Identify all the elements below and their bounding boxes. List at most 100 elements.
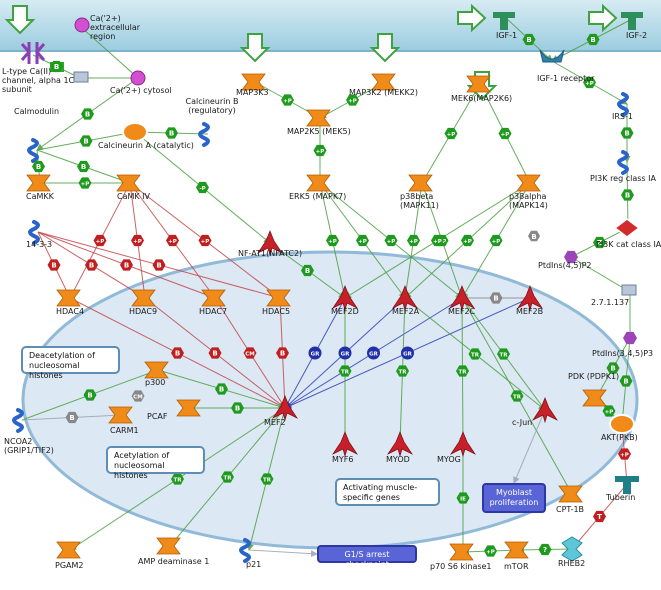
rheb2-icon	[561, 536, 583, 562]
label-map2k5: MAP2K5 (MEK5)	[287, 127, 351, 136]
badge-text-p38a-mef2c: +P	[492, 239, 501, 245]
igf2-ligand-icon	[621, 12, 643, 30]
camk4-icon	[116, 174, 141, 192]
mef2b-b-badge-text: B	[531, 233, 536, 241]
input-arrow-icon	[4, 5, 36, 35]
igf1-ligand-icon	[493, 12, 515, 30]
mef2d-icon	[331, 285, 359, 312]
hdac7-icon	[201, 289, 226, 307]
badge-igfr-irs1	[583, 76, 596, 89]
label-myf6: MYF6	[332, 455, 354, 464]
badge-mef2a-cjun	[468, 348, 482, 360]
14-3-3-icon	[28, 220, 40, 245]
cm-badge-icon	[131, 390, 145, 402]
nfat-icon	[256, 230, 284, 257]
badge-mef2d-myf6	[338, 365, 352, 377]
badge-text-mek6-p38b: +P	[447, 132, 456, 138]
badge-text-hdac5-mef2: B	[280, 350, 285, 358]
ptdins345p3-icon	[623, 331, 637, 345]
badge-n1433-hdac7	[120, 259, 133, 271]
badge-text-mef2c-myog: TR	[459, 370, 468, 376]
badge-text-n1433-hdac7: B	[124, 262, 129, 270]
label-pi3k-reg: PI3K reg class IA	[590, 174, 656, 183]
badge-text-calm-camkk: B	[36, 163, 41, 171]
m2k5-icon	[306, 109, 331, 127]
tuberin-icon	[615, 476, 639, 494]
badge-text-tub-rheb: T	[597, 513, 602, 521]
badge-p38a-mef2d	[431, 234, 444, 247]
badge-ncoa2-p300	[83, 389, 97, 401]
label-pgam2: PGAM2	[55, 561, 84, 570]
badge-hdac4-mef2	[171, 347, 184, 359]
badge-text-cnb-cna: B	[169, 130, 174, 138]
mtor-icon	[504, 541, 529, 559]
badge-text-hdac4-mef2: B	[175, 350, 180, 358]
process-g1s: G1/S arrest checkpoint	[317, 545, 417, 569]
badge-text-pip3-akt: B	[623, 378, 628, 386]
badge-text-m2k5-erk5: +P	[316, 149, 325, 155]
mef2b-icon	[516, 285, 544, 312]
badge-p38a-mef2c	[489, 234, 503, 247]
badge-text-p38b-mef2a: +P	[409, 239, 418, 245]
badge-text-mek6-p38a: +P	[501, 132, 510, 138]
badge-text-erk5-mef2a: +P	[358, 239, 367, 245]
badge-mef2c-cjun	[497, 348, 510, 360]
calcineurin-b-icon	[198, 122, 210, 147]
myod-icon	[386, 431, 414, 458]
label-cpt1b: CPT-1B	[556, 505, 585, 514]
badge-text-cacyt-calm: B	[85, 111, 90, 119]
badge-calm-camkk	[32, 160, 45, 173]
badge-erk5-mef2d	[326, 234, 339, 247]
badge-text-cna-nfat: -P	[199, 186, 205, 192]
badge-text-mef2c-cjun: TR	[500, 353, 509, 359]
badge-mef2-pgam2	[171, 473, 184, 485]
badge-rheb-mtor	[538, 543, 552, 556]
label-ptdins345p3: PtdIns(3,4,5)P3	[592, 349, 654, 358]
cpt1b-icon	[558, 485, 583, 503]
label-p38beta: p38beta (MAPK11)	[400, 192, 439, 210]
badge-camkk-camk4	[78, 177, 92, 189]
label-hdac7: HDAC7	[199, 307, 228, 316]
myf6-icon	[331, 431, 359, 458]
label-igf1r: IGF-1 receptor	[537, 74, 595, 83]
badge-mef2c-mef2	[367, 346, 380, 360]
input-arrow-icon	[239, 33, 271, 63]
badge-text-pi3r-pi3c: B	[625, 192, 630, 200]
badge-erk5-mef2a	[356, 234, 369, 247]
label-p300: p300	[145, 378, 166, 387]
cjun-icon	[531, 397, 559, 424]
pi3k-reg-icon	[617, 150, 629, 175]
label-ca-extracellular: Ca('2+) extracellular region	[90, 14, 141, 41]
label-mtor: mTOR	[504, 562, 529, 571]
carm1-icon	[108, 406, 133, 424]
badge-text-nfat-mef2d: B	[305, 267, 310, 275]
enzyme-2711137-icon	[621, 284, 637, 296]
label-erk5: ERK5 (MAPK7)	[289, 192, 347, 201]
label-ampd1: AMP deaminase 1	[138, 557, 210, 566]
label-tuberin: Tuberin	[606, 493, 636, 502]
badge-pip3-akt	[619, 375, 633, 387]
label-p21: p21	[246, 560, 262, 569]
badge-text-camk4-hdac7: +P	[168, 239, 177, 245]
label-mef2d: MEF2D	[331, 307, 359, 316]
badge-text-hdac9-mef2: B	[212, 350, 217, 358]
badge-text-mef2b-mef2c: B	[493, 295, 498, 303]
label-igf1: IGF-1	[496, 31, 518, 40]
badge-text-p38a-mef2d: +P	[433, 239, 442, 245]
label-ncoa2: NCOA2 (GRIP1/TIF2)	[4, 437, 54, 455]
badge-text-pcaf-mef2: B	[235, 405, 240, 413]
ncoa2-icon	[12, 408, 24, 433]
badge-hdac9-mef2	[208, 347, 222, 359]
cell-membrane	[0, 0, 661, 50]
camkk-icon	[26, 174, 51, 192]
label-camkk: CaMKK	[26, 192, 54, 201]
label-hdac9: HDAC9	[129, 307, 158, 316]
label-camk4: CaMK IV	[117, 192, 151, 201]
badge-text-m3k2-m2k5: +P	[348, 99, 357, 105]
label-hdac5: HDAC5	[262, 307, 291, 316]
label-mek6: MEK6(MAP2K6)	[451, 94, 513, 103]
ptdins45p2-icon	[564, 250, 578, 264]
ampd1-icon	[156, 537, 181, 555]
badge-text-p70-myog: IE	[460, 497, 466, 503]
